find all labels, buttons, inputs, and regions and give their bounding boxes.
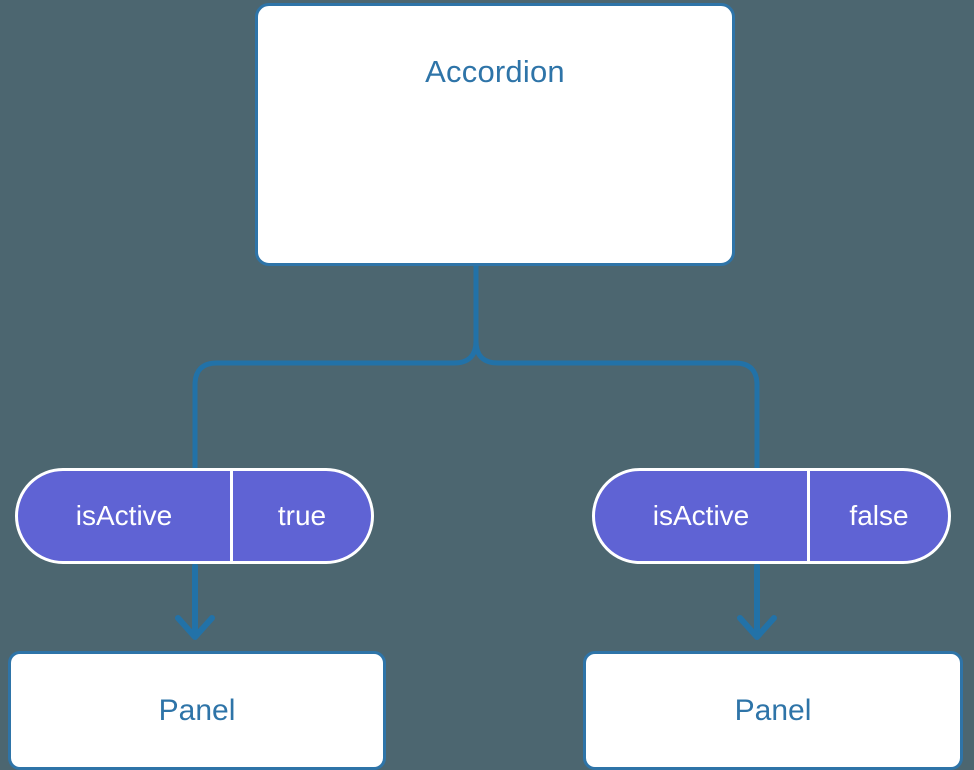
left-panel-title: Panel — [158, 693, 236, 727]
left-prop-badge[interactable]: isActive true — [15, 468, 374, 564]
root-component-card[interactable]: Accordion — [255, 3, 735, 266]
root-component-title: Accordion — [425, 54, 565, 89]
arrow-left-head-icon — [175, 615, 215, 640]
arrow-right-head-icon — [737, 615, 777, 640]
left-prop-key: isActive — [18, 471, 233, 561]
right-panel-card[interactable]: Panel — [583, 651, 963, 770]
right-prop-key: isActive — [595, 471, 810, 561]
connector-right-branch — [473, 263, 760, 473]
connector-left-branch — [192, 263, 479, 473]
right-panel-title: Panel — [734, 693, 812, 727]
right-prop-value: false — [849, 500, 909, 531]
left-panel-card[interactable]: Panel — [8, 651, 386, 770]
right-prop-badge[interactable]: isActive false — [592, 468, 951, 564]
left-prop-value: true — [277, 500, 327, 531]
